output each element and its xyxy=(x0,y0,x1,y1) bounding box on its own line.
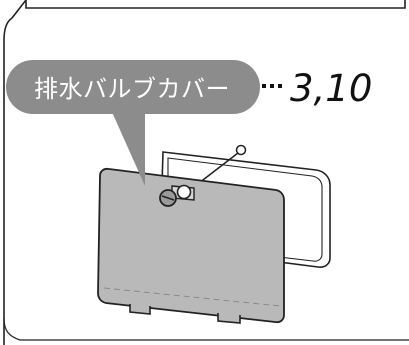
panel-top-edge xyxy=(25,0,406,9)
panel-corner-line xyxy=(3,317,409,341)
drain-valve-cover xyxy=(97,167,285,324)
leader-dots xyxy=(262,84,282,88)
callout-label: 排水バルブカバー xyxy=(34,75,230,103)
callout-bubble: 排水バルブカバー xyxy=(6,60,260,186)
reference-page-numbers: 3,10 xyxy=(290,67,372,110)
cover-screw xyxy=(159,184,195,207)
page-frame xyxy=(3,0,27,345)
